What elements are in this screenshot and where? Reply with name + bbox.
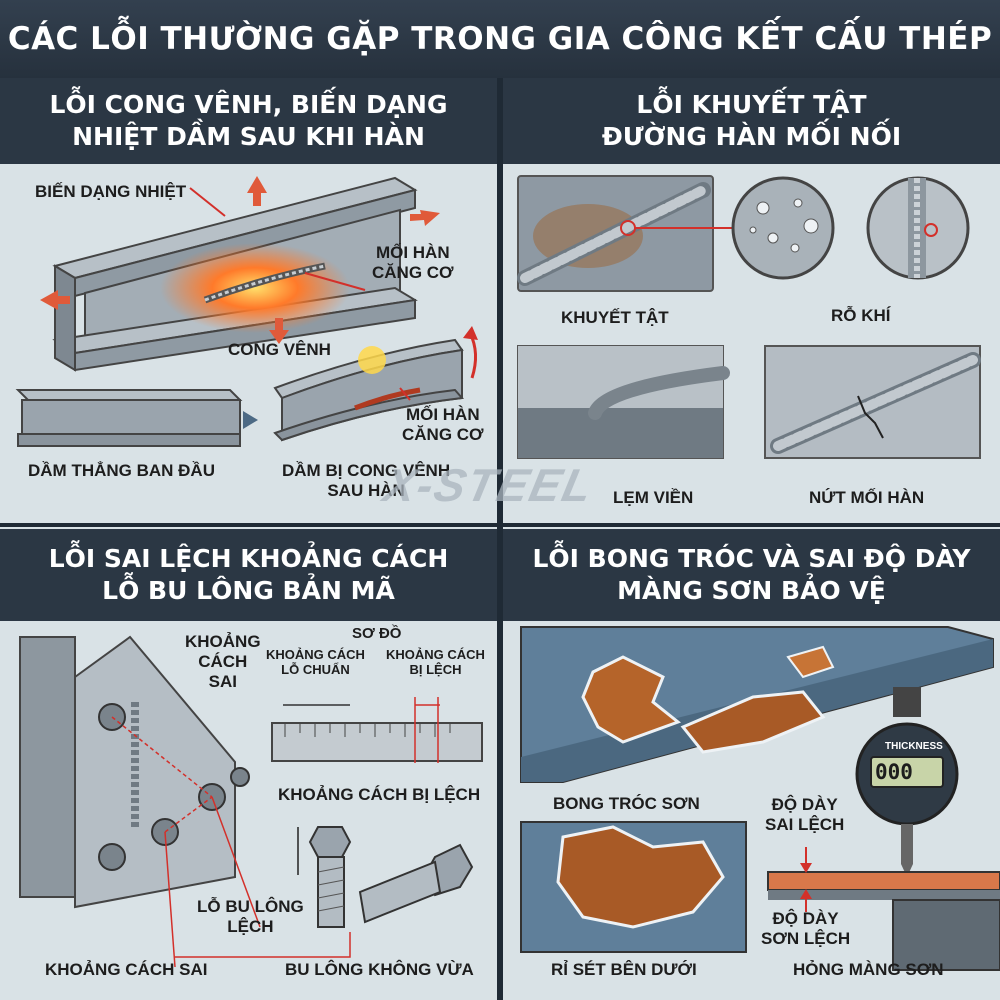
label-thermal-distortion: BIẾN DẠNG NHIỆT xyxy=(35,182,187,201)
undercut-detail xyxy=(517,345,730,459)
thickness-gauge xyxy=(855,687,959,877)
ruler xyxy=(271,697,483,763)
vertical-divider xyxy=(497,78,503,1000)
weld-defects-illustration xyxy=(517,175,981,459)
label-bolt-misfit: BU LÔNG KHÔNG VỪA xyxy=(285,960,474,979)
gauge-brand: THICKNESS xyxy=(885,741,943,752)
warped-beam xyxy=(273,326,478,442)
label-straight-beam: DẦM THẲNG BAN ĐẦU xyxy=(28,461,215,480)
coating-section xyxy=(767,847,1000,971)
panel-heading: LỖI BONG TRÓC VÀ SAI ĐỘ DÀY MÀNG SƠN BẢO… xyxy=(503,529,1000,621)
panel-paint-coating: LỖI BONG TRÓC VÀ SAI ĐỘ DÀY MÀNG SƠN BẢO… xyxy=(503,527,1000,1000)
panel-heading: LỖI SAI LỆCH KHOẢNG CÁCH LỖ BU LÔNG BẢN … xyxy=(0,529,497,621)
label-undercut: LẸM VIỀN xyxy=(613,488,694,507)
cracked-weld xyxy=(764,345,981,459)
label-wrong-spacing-2: KHOẢNG CÁCH SAI xyxy=(45,960,208,979)
heading-line: ĐƯỜNG HÀN MỐI NỐI xyxy=(601,122,902,151)
peeling-beam xyxy=(520,626,994,783)
horizontal-divider xyxy=(0,521,1000,527)
panel-heading: LỖI CONG VÊNH, BIẾN DẠNG NHIỆT DẦM SAU K… xyxy=(0,78,497,164)
panel-welding-distortion: LỖI CONG VÊNH, BIẾN DẠNG NHIỆT DẦM SAU K… xyxy=(0,78,497,523)
bolt-vertical xyxy=(308,826,352,928)
heading-line: NHIỆT DẦM SAU KHI HÀN xyxy=(72,122,425,151)
i-beam-large xyxy=(52,176,418,372)
label-weld-crack: NỨT MỐI HÀN xyxy=(809,488,925,507)
page-title: CÁC LỖI THƯỜNG GẶP TRONG GIA CÔNG KẾT CẤ… xyxy=(0,0,1000,78)
label-porosity: RỖ KHÍ xyxy=(831,306,891,325)
heading-line: LỖI BONG TRÓC VÀ SAI ĐỘ DÀY xyxy=(532,544,971,573)
distortion-arrows xyxy=(40,176,440,344)
panel-weld-defects: LỖI KHUYẾT TẬT ĐƯỜNG HÀN MỐI NỐI xyxy=(503,78,1000,523)
label-defect: KHUYẾT TẬT xyxy=(561,308,669,327)
watermark-logo: X-STEEL xyxy=(379,459,599,511)
heading-line: LỖI SAI LỆCH KHOẢNG CÁCH xyxy=(48,544,449,573)
weld-seam-defect xyxy=(517,175,733,292)
label-deviated-distance: KHOẢNG CÁCH BỊ LỆCH xyxy=(278,785,481,804)
coating-illustration xyxy=(520,626,1000,971)
bolt-spacing-illustration xyxy=(19,635,483,968)
porosity-magnifier xyxy=(731,176,835,280)
label-diagram: SƠ ĐỒ xyxy=(352,625,402,642)
callout-lines xyxy=(164,796,351,968)
heading-line: MÀNG SƠN BẢO VỆ xyxy=(617,576,886,605)
straight-beam xyxy=(15,389,243,447)
rust-plate xyxy=(520,821,747,953)
arrow-right-icon xyxy=(243,411,258,429)
label-peeling-paint: BONG TRÓC SƠN xyxy=(553,794,700,813)
heading-line: LỖI KHUYẾT TẬT xyxy=(636,90,867,119)
heading-line: LỖI CONG VÊNH, BIẾN DẠNG xyxy=(49,90,448,119)
panel-bolt-hole-spacing: LỖI SAI LỆCH KHOẢNG CÁCH LỖ BU LÔNG BẢN … xyxy=(0,527,497,1000)
heading-line: LỖ BU LÔNG BẢN MÃ xyxy=(102,576,395,605)
distortion-illustration xyxy=(15,176,478,447)
label-warping: CONG VÊNH xyxy=(228,340,331,359)
gauge-display: 000 xyxy=(875,760,913,784)
panel-heading: LỖI KHUYẾT TẬT ĐƯỜNG HÀN MỐI NỐI xyxy=(503,78,1000,164)
crack-magnifier xyxy=(866,176,970,280)
label-film-damage: HỎNG MÀNG SƠN xyxy=(793,960,944,979)
bolt-diagonal xyxy=(358,843,474,924)
label-rust-underneath: RỈ SÉT BÊN DƯỚI xyxy=(551,960,697,979)
